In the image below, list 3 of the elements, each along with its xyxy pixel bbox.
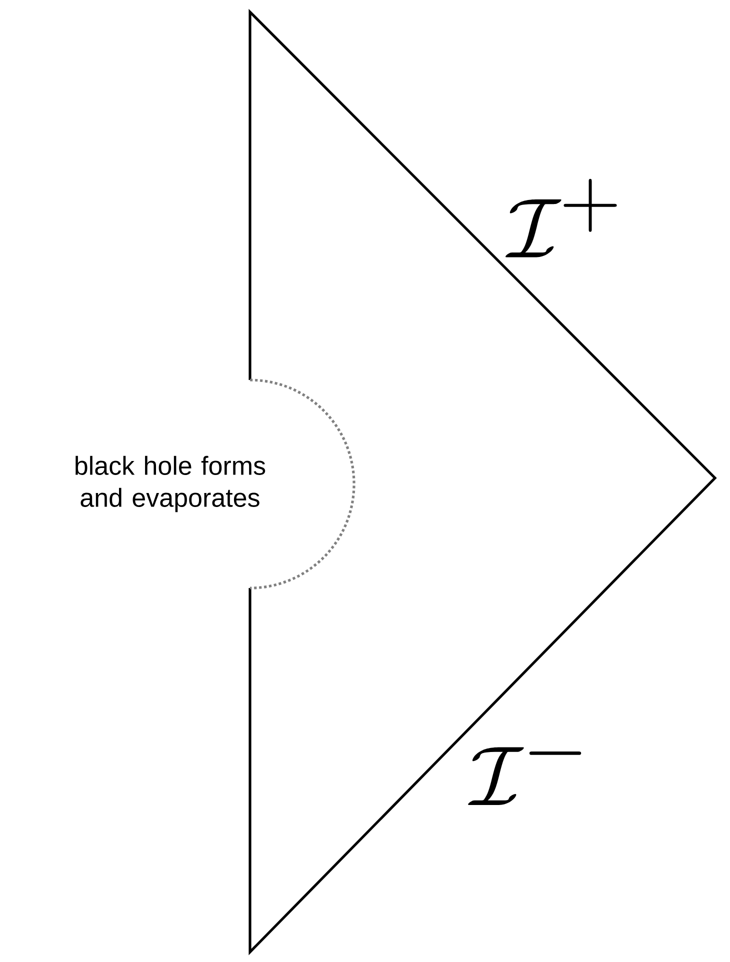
scri-plus-label: $\mathcal{I}^{+}$ <box>506 178 617 258</box>
region-label: black hole forms and evaporates <box>76 456 266 512</box>
scri-minus-label: $\mathcal{I}^{-}$ <box>468 747 582 806</box>
